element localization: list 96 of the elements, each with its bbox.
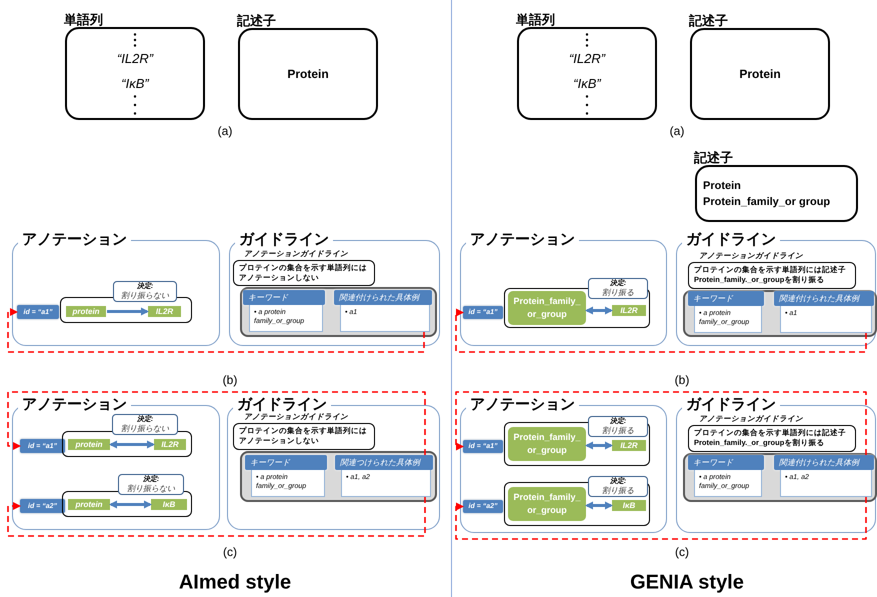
style-title: AImed style — [178, 572, 292, 594]
term-tag — [612, 500, 646, 511]
tag-text: IL2R — [620, 306, 638, 315]
word-text: “IκB” — [121, 76, 149, 91]
table-card — [688, 291, 764, 333]
dashed-arrow — [7, 308, 425, 353]
card-header: キーワード — [243, 290, 325, 305]
heading: 記述子 — [689, 12, 728, 30]
heading: 記述子 — [237, 12, 276, 30]
table-card — [335, 455, 433, 497]
dashed-arrow — [7, 391, 426, 455]
table-card — [774, 455, 874, 497]
table-card — [245, 455, 327, 497]
panel-heading: ガイドライン — [233, 396, 331, 414]
card-header: 関連付けられた具体例 — [334, 290, 432, 305]
card-header: 関連付けられた具体例 — [774, 291, 874, 306]
term-tag — [66, 306, 106, 317]
word-text: “IL2R” — [116, 51, 154, 66]
callout-bubble — [112, 414, 178, 435]
tag-text: protein — [75, 440, 103, 449]
dashed-arrow — [455, 308, 867, 353]
arrow — [107, 308, 149, 316]
tag-text: IL2R — [620, 441, 638, 450]
id-tag — [17, 305, 59, 319]
table-card — [774, 291, 874, 333]
word-text: “IκB” — [573, 76, 601, 91]
dashed-arrow — [7, 497, 426, 537]
id-tag — [463, 306, 503, 319]
table-card — [243, 290, 325, 332]
caption-label: (a) — [218, 124, 232, 138]
tag-text: IL2R — [161, 440, 179, 449]
card-header: 関連つけられた具体例 — [335, 455, 433, 470]
caption-label: (a) — [670, 124, 684, 138]
card-header: 関連付けられた具体例 — [774, 455, 874, 470]
term-tag — [154, 439, 186, 450]
double-arrow — [109, 440, 155, 448]
double-arrow — [585, 306, 613, 314]
dashed-arrow — [455, 391, 867, 455]
double-arrow — [585, 502, 613, 510]
callout-text: 割り振る — [602, 486, 634, 496]
panel-heading: アノテーション — [18, 231, 131, 249]
tag-text: Protein_family_ or_group — [512, 431, 582, 457]
caption-label: (b) — [674, 373, 690, 387]
callout-text: 割り振る — [602, 426, 634, 436]
term-tag — [151, 499, 187, 510]
descriptor-text: Protein — [738, 66, 782, 82]
heading: 単語列 — [64, 11, 103, 29]
table-card — [688, 455, 764, 497]
descriptor-text: Protein — [703, 178, 742, 194]
caption-label: (b) — [222, 373, 238, 387]
tag-text: protein — [75, 500, 103, 509]
tag-text: IκB — [162, 500, 176, 509]
panel-heading: ガイドライン — [235, 231, 333, 249]
tag-text: protein — [72, 307, 100, 316]
callout-text: 割り振らない — [127, 484, 175, 494]
table-card — [334, 290, 432, 332]
callout-text: 割り振る — [602, 288, 634, 298]
callout-bubble — [113, 281, 177, 302]
caption-label: (c) — [675, 545, 689, 559]
double-arrow — [109, 500, 152, 508]
callout-bubble — [588, 278, 648, 299]
callout-text: 割り振らない — [121, 424, 169, 434]
term-tag — [68, 439, 110, 450]
panel-heading: アノテーション — [466, 231, 579, 249]
term-tag — [612, 440, 646, 451]
tag-text: Protein_family_ or_group — [512, 295, 582, 321]
dashed-arrow — [455, 497, 867, 540]
callout-bubble — [588, 416, 648, 437]
tag-text: IL2R — [156, 307, 174, 316]
panel-heading: ガイドライン — [682, 231, 780, 249]
id-tag — [463, 440, 503, 453]
tag-text: Protein_family_ or_group — [512, 491, 582, 517]
descriptor-text: Protein — [286, 66, 330, 82]
caption-label: (c) — [223, 545, 237, 559]
callout-bubble — [118, 474, 184, 495]
style-title: GENIA style — [630, 572, 744, 594]
card-header: キーワード — [688, 455, 764, 470]
panel-heading: アノテーション — [466, 396, 579, 414]
term-tag — [68, 499, 110, 510]
tag-text: IκB — [622, 501, 636, 510]
descriptor-text: Protein_family_or group — [703, 194, 832, 210]
double-arrow — [585, 442, 613, 450]
card-header: キーワード — [688, 291, 764, 306]
id-tag — [20, 499, 65, 513]
heading: 単語列 — [516, 11, 555, 29]
callout-text: 割り振らない — [121, 290, 169, 300]
word-text: “IL2R” — [568, 51, 606, 66]
term-tag — [612, 305, 646, 316]
panel-heading: ガイドライン — [682, 396, 780, 414]
callout-bubble — [588, 476, 648, 497]
id-tag — [463, 500, 503, 513]
panel-heading: アノテーション — [18, 396, 131, 414]
card-header: キーワード — [245, 455, 327, 470]
term-tag — [148, 306, 181, 317]
heading: 記述子 — [694, 149, 733, 167]
id-tag — [20, 439, 65, 453]
